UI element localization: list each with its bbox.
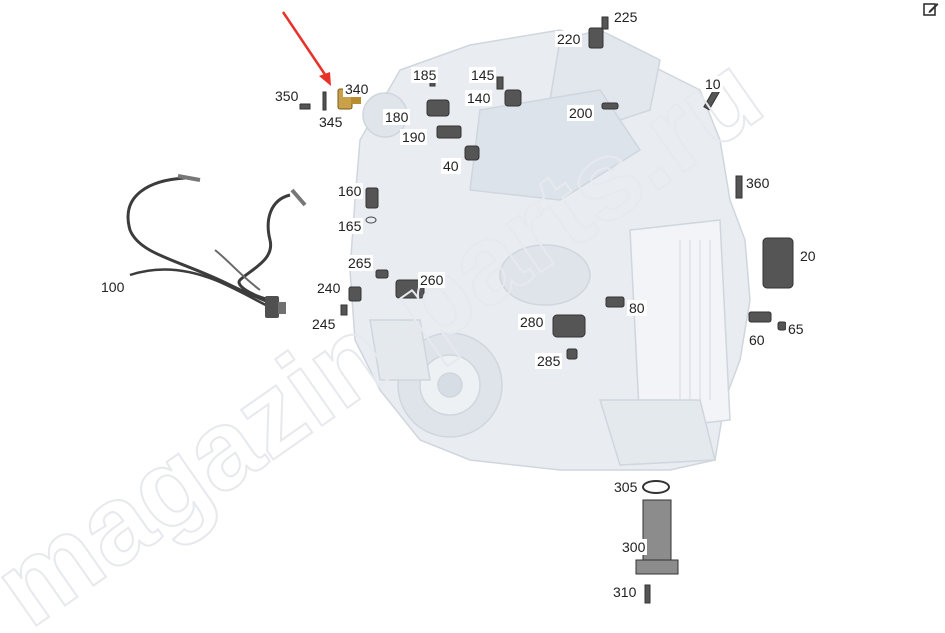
callout-65[interactable]: 65 [786, 321, 806, 337]
callout-345[interactable]: 345 [317, 114, 345, 130]
callout-160[interactable]: 160 [336, 183, 364, 199]
callout-145[interactable]: 145 [469, 67, 497, 83]
engine-block [349, 29, 751, 471]
callout-190[interactable]: 190 [400, 129, 428, 145]
callout-260[interactable]: 260 [418, 272, 446, 288]
callout-20[interactable]: 20 [798, 248, 818, 264]
callout-165[interactable]: 165 [336, 218, 364, 234]
callout-10[interactable]: 10 [703, 76, 723, 92]
callout-240[interactable]: 240 [315, 280, 343, 296]
callout-340[interactable]: 340 [343, 81, 371, 97]
callout-200[interactable]: 200 [567, 105, 595, 121]
callout-80[interactable]: 80 [627, 300, 647, 316]
callout-60[interactable]: 60 [747, 332, 767, 348]
callout-100[interactable]: 100 [99, 279, 127, 295]
small-parts [299, 16, 794, 604]
callout-180[interactable]: 180 [383, 109, 411, 125]
callout-220[interactable]: 220 [555, 31, 583, 47]
callout-350[interactable]: 350 [273, 88, 301, 104]
callout-300[interactable]: 300 [620, 539, 648, 555]
callout-310[interactable]: 310 [611, 584, 639, 600]
wiring-harness [126, 174, 307, 318]
callout-140[interactable]: 140 [465, 90, 493, 106]
callout-305[interactable]: 305 [612, 479, 640, 495]
pointer-arrow [281, 11, 331, 86]
callout-280[interactable]: 280 [518, 314, 546, 330]
callout-245[interactable]: 245 [310, 316, 338, 332]
edit-icon[interactable] [922, 0, 942, 20]
callout-185[interactable]: 185 [411, 67, 439, 83]
callout-285[interactable]: 285 [535, 353, 563, 369]
callout-265[interactable]: 265 [346, 255, 374, 271]
o-ring-305 [642, 480, 670, 494]
callout-40[interactable]: 40 [441, 158, 461, 174]
callout-360[interactable]: 360 [744, 175, 772, 191]
callout-225[interactable]: 225 [612, 9, 640, 25]
